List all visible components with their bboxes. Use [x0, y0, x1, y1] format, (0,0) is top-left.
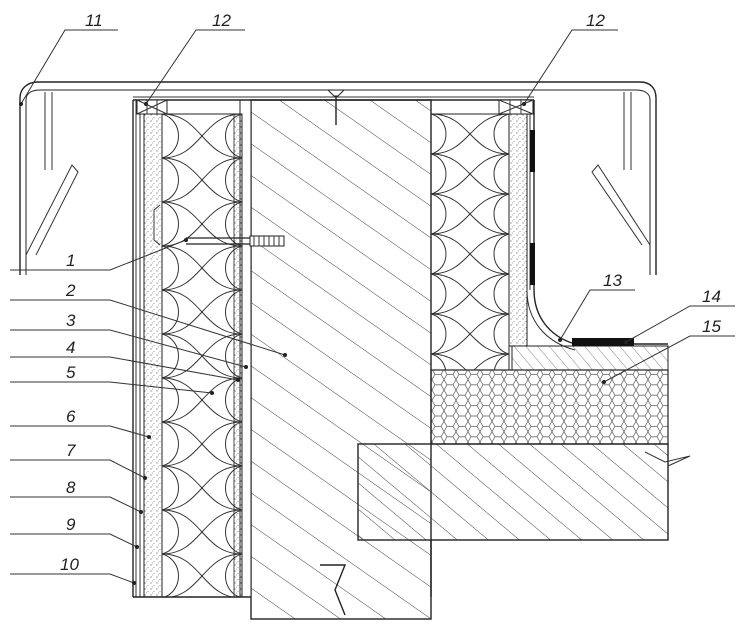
roof-layers	[357, 338, 691, 597]
label-7: 7	[66, 441, 76, 460]
masonry-wall	[239, 99, 432, 620]
label-2: 2	[65, 281, 76, 300]
right-plaster-layers	[508, 100, 576, 351]
label-10: 10	[60, 555, 79, 574]
label-14: 14	[702, 287, 721, 306]
label-12-right: 12	[586, 11, 605, 30]
label-3: 3	[66, 311, 76, 330]
label-11: 11	[85, 11, 103, 30]
insulation-anchor	[186, 235, 285, 247]
label-9: 9	[66, 515, 76, 534]
label-8: 8	[66, 478, 76, 497]
leader-lines	[10, 29, 735, 584]
label-13: 13	[603, 271, 622, 290]
label-5: 5	[66, 363, 76, 382]
label-12-left: 12	[212, 11, 231, 30]
label-4: 4	[66, 338, 75, 357]
label-15: 15	[702, 317, 721, 336]
label-6: 6	[66, 407, 76, 426]
label-1: 1	[66, 251, 75, 270]
fixing-nail	[326, 89, 346, 125]
left-plaster-layers	[132, 100, 251, 598]
leader-dots	[19, 102, 628, 585]
callout-labels: 1 2 3 4 5 6 7 8 9 10 11 12 12 13 14 15	[60, 11, 721, 574]
right-insulation	[430, 113, 510, 371]
